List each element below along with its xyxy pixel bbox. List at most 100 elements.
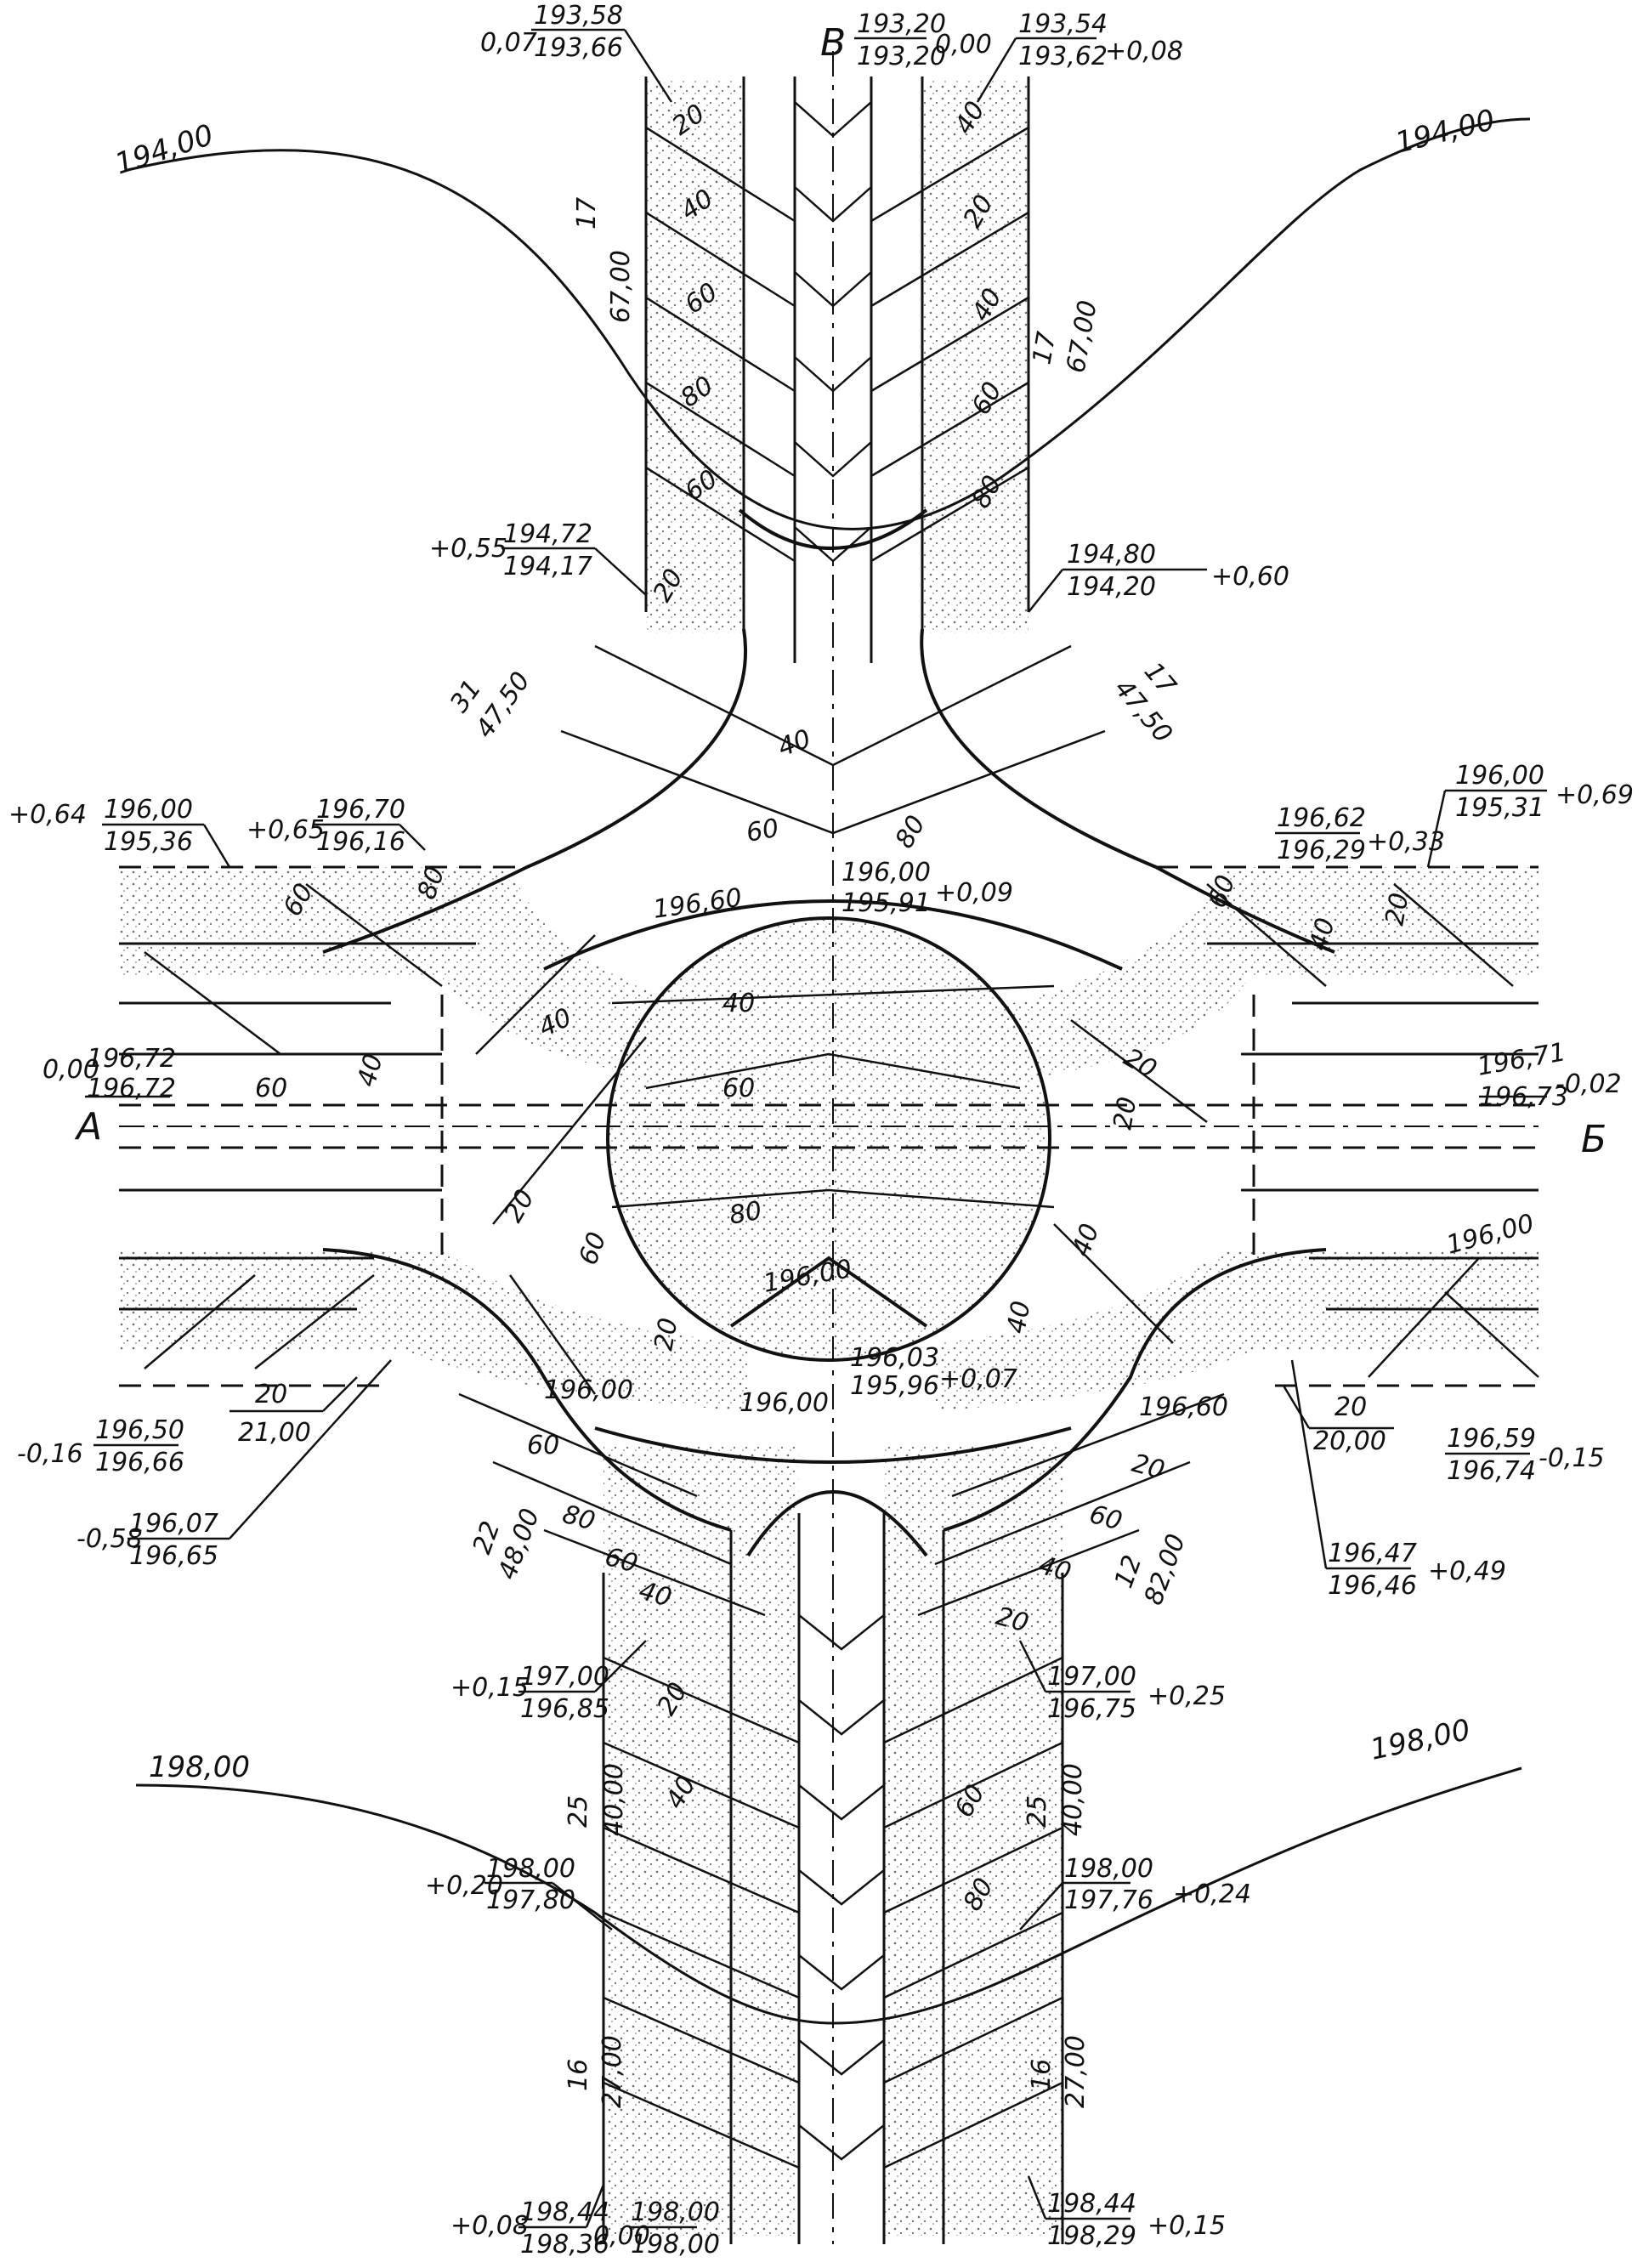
- labels: А Б В 194,00 194,00 198,00 198,00 0,07 1…: [8, 1, 1634, 2259]
- south-arc: [746, 1490, 928, 1557]
- leader-top-left: [623, 29, 673, 103]
- leader-left1: [202, 824, 231, 868]
- grade: 40: [1001, 1299, 1036, 1336]
- north-leg-right-strip: [922, 81, 1028, 633]
- letter-b: Б: [1581, 1118, 1606, 1161]
- leader-south-right: [1018, 1640, 1047, 1692]
- slope-sb2: 16: [1027, 2059, 1057, 2091]
- hatch-sw-1: [458, 1392, 698, 1498]
- elev-upper-left-d: +0,55: [429, 534, 507, 564]
- hatch-s-2: [603, 1741, 800, 1829]
- elev-bot-right-d: +0,15: [1148, 2211, 1226, 2241]
- slope-sb1: 16: [564, 2059, 593, 2091]
- grade: 80: [727, 1196, 764, 1231]
- hatch-s-9: [883, 1826, 1063, 1914]
- elev-left1-b: 195,36: [104, 827, 193, 857]
- grade: 60: [527, 1431, 559, 1460]
- elev-mid-left-a: 196,72: [87, 1044, 176, 1074]
- east-approach-area: [935, 867, 1538, 1088]
- elev-right2-b: 195,31: [1455, 793, 1544, 823]
- curb-northeast: [920, 628, 1335, 954]
- elev-bot-mid-a: 198,00: [631, 2197, 720, 2227]
- slope-hatching: [144, 101, 1539, 2169]
- elev-low-right2-a: 196,47: [1328, 1539, 1417, 1568]
- elev-upper-right-b: 194,20: [1067, 572, 1156, 602]
- central-island: [608, 918, 1050, 1360]
- letter-v: В: [820, 21, 846, 65]
- grade: 40: [1067, 1220, 1106, 1261]
- grade: 60: [574, 1228, 613, 1269]
- elev-upper-right-a: 194,80: [1067, 540, 1156, 570]
- elev-left2-d: +0,65: [246, 815, 325, 845]
- slope-c2v: 20,00: [1313, 1426, 1386, 1456]
- elev-sb-left-d: +0,20: [425, 1871, 503, 1901]
- elev-south-right-a: 197,00: [1047, 1662, 1136, 1692]
- leader-c2: [1282, 1385, 1311, 1429]
- slope-s2: 25: [1023, 1795, 1052, 1828]
- hatch-sw-3: [543, 1528, 766, 1617]
- slope-se: 12: [1109, 1551, 1148, 1592]
- grade: 60: [722, 1074, 755, 1103]
- hatch-n-8: [870, 296, 1029, 393]
- hatch-w-5: [144, 1274, 256, 1369]
- elev-bot-right-b: 198,29: [1047, 2221, 1136, 2251]
- elev-sb-left-a: 198,00: [486, 1854, 575, 1884]
- elev-top-mid-d: 0,00: [935, 30, 992, 60]
- slope-n2v: 67,00: [1061, 298, 1102, 376]
- leader-low-right2: [1290, 1359, 1328, 1569]
- hatch-n-4: [645, 381, 796, 478]
- elev-center-bottom-a: 196,03: [850, 1343, 939, 1373]
- elev-south-left-d: +0,15: [450, 1673, 529, 1703]
- hatch-e-1: [1393, 883, 1514, 987]
- hatch-s-10: [883, 1911, 1063, 1999]
- hatch-n-16: [794, 526, 872, 563]
- curb-northwest: [322, 628, 747, 954]
- hatch-s-8: [883, 1741, 1063, 1829]
- leaders: [85, 28, 1547, 2229]
- elev-right1-b: 196,29: [1277, 836, 1366, 865]
- hatch-se-3: [917, 1528, 1140, 1617]
- elev-low-right-a: 196,59: [1447, 1424, 1536, 1454]
- grade: 60: [255, 1074, 287, 1103]
- slope-s1v: 40,00: [599, 1763, 629, 1836]
- contour-tl: 194,00: [110, 118, 218, 182]
- elev-bot-left-a: 198,44: [520, 2197, 609, 2227]
- hatch-s-5: [603, 1996, 800, 2084]
- hatch-c-1: [611, 984, 1055, 1005]
- elev-sb-right-b: 197,76: [1064, 1885, 1153, 1915]
- hatch-c-3: [645, 1052, 1021, 1090]
- elev-mid-left-d: 0,00: [42, 1055, 99, 1085]
- ring-south-arc: [594, 1426, 1072, 1464]
- hatch-n-5: [645, 466, 796, 563]
- hatch-s-11: [883, 1996, 1063, 2084]
- hatch-n-9: [870, 381, 1029, 478]
- elev-top-left-b: 193,66: [534, 33, 623, 63]
- elev-ring-bottom: 196,00: [740, 1388, 829, 1418]
- elev-center-top-a: 196,00: [842, 858, 931, 887]
- elev-ring-top: 196,60: [651, 883, 744, 925]
- contour-tr: 194,00: [1392, 103, 1499, 161]
- leader-upper-left: [594, 547, 647, 596]
- hatch-s-1: [603, 1656, 800, 1744]
- hatch-s-3: [603, 1826, 800, 1914]
- hatch-s-18: [798, 2039, 885, 2076]
- elev-center-top-b: 195,91: [842, 888, 931, 918]
- curbs: [322, 508, 1335, 1557]
- slope-s2v: 40,00: [1058, 1763, 1088, 1836]
- elev-low-right2-b: 196,46: [1328, 1571, 1417, 1601]
- grade: 40: [774, 724, 815, 763]
- hatch-n-6: [870, 126, 1029, 223]
- hatch-s-19: [798, 2124, 885, 2161]
- elev-top-right-a: 193,54: [1018, 9, 1108, 39]
- grade: 60: [1086, 1500, 1125, 1537]
- slope-s1: 25: [564, 1795, 593, 1828]
- grade: 80: [890, 810, 932, 853]
- hatch-s-6: [603, 2081, 800, 2169]
- elev-sb-right-a: 198,00: [1064, 1854, 1153, 1884]
- hatch-x-1: [594, 644, 1072, 767]
- southeast-approach-area: [935, 1250, 1538, 1411]
- elev-mid-right-a: 196,71: [1475, 1037, 1567, 1082]
- elev-center-top-d: +0,09: [935, 878, 1013, 908]
- grade: 20: [499, 1184, 541, 1228]
- contour-south: [135, 1766, 1522, 2025]
